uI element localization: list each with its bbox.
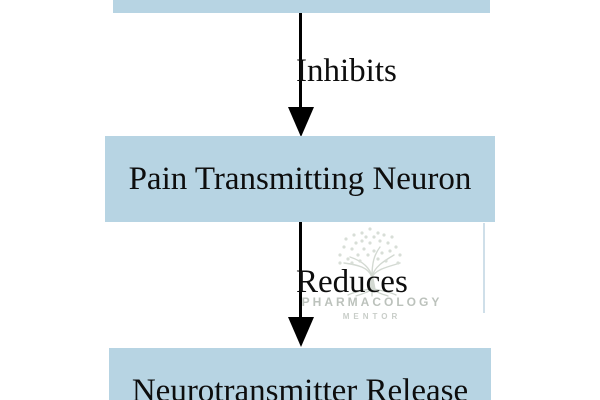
faint-divider-line [483,223,485,313]
arrow-head-icon [288,317,314,347]
edge-label-reduces: Reduces [296,264,408,300]
watermark-text-mentor: MENTOR [342,312,402,321]
flow-node-neurotransmitter-release: Neurotransmitter Release [109,348,491,400]
flow-node-top [113,0,490,13]
flow-node-pain-transmitting-neuron: Pain Transmitting Neuron [105,136,495,222]
flow-node-label: Pain Transmitting Neuron [128,160,472,197]
flow-node-label: Neurotransmitter Release [131,372,469,400]
arrow-shaft [299,222,302,320]
arrow-head-icon [288,107,314,137]
arrow-shaft [299,13,302,110]
edge-label-inhibits: Inhibits [296,53,397,89]
